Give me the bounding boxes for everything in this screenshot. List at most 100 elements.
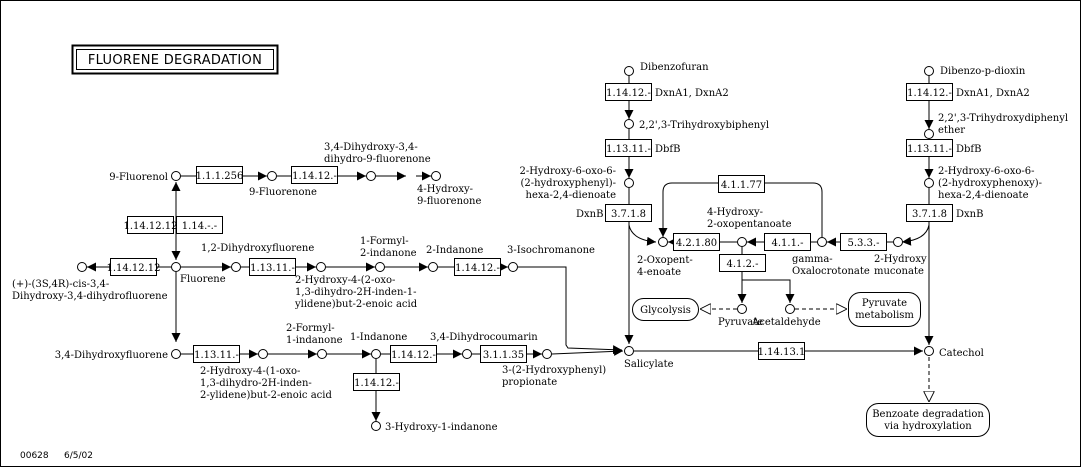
label-3-hydroxy-1-indanone: 3-Hydroxy-1-indanone: [385, 422, 498, 433]
enzyme-box-1-14-12-12-b[interactable]: 1.14.12.12: [106, 258, 161, 276]
label-hohd-b: (2-hydroxyphenoxy)-: [938, 178, 1042, 189]
enzyme-box-1-13-11-a[interactable]: 1.13.11.-: [249, 258, 296, 276]
label-dibenzo-p-dioxin: Dibenzo-p-dioxin: [940, 66, 1026, 77]
enzyme-box-5-3-3[interactable]: 5.3.3.-: [840, 233, 887, 251]
enzyme-box-1-14-12-c[interactable]: 1.14.12.-: [390, 345, 437, 363]
compound-node-catechol[interactable]: [924, 346, 934, 356]
label-34-dihydrocoumarin: 3,4-Dihydrocoumarin: [430, 332, 538, 343]
enzyme-label: 4.2.1.80: [676, 238, 717, 249]
compound-node-34-dihydrocoumarin[interactable]: [462, 349, 472, 359]
compound-node-dibenzofuran[interactable]: [624, 66, 634, 76]
label-fluorenone: 9-Fluorenone: [249, 187, 317, 198]
enzyme-label: 1.14.12.-: [455, 263, 500, 274]
compound-node-4-hydroxy-2-oxopentanoate[interactable]: [737, 237, 747, 247]
label-gamma-oxalocrotonate: Oxalocrotonate: [792, 266, 870, 277]
enzyme-box-1-13-11-d[interactable]: 1.13.11.-: [906, 139, 953, 157]
label-trihydroxybiphenyl: 2,2',3-Trihydroxybiphenyl: [639, 120, 769, 131]
compound-node-hydroxy-fluorenone[interactable]: [431, 171, 441, 181]
label-hoid-34: 2-Hydroxy-4-(1-oxo-: [200, 366, 300, 377]
label-hoid-12: ylidene)but-2-enoic acid: [294, 299, 418, 310]
enzyme-box-4-1-2[interactable]: 4.1.2.-: [719, 254, 766, 272]
label-hydroxy-fluorenone: 9-fluorenone: [417, 196, 481, 207]
map-link-label: metabolism: [855, 310, 914, 321]
compound-node-2-hydroxymuconate[interactable]: [893, 237, 903, 247]
enzyme-box-4-1-1-77[interactable]: 4.1.1.77: [718, 175, 765, 193]
enzyme-label: 3.7.1.8: [912, 209, 947, 220]
enzyme-box-1-14-12-e[interactable]: 1.14.12.-: [605, 83, 652, 101]
enzyme-label: 1.14.12.-: [391, 350, 436, 361]
label-pyruvate: Pyruvate: [718, 317, 763, 328]
compound-node-2-formyl-1-indanone[interactable]: [317, 349, 327, 359]
enzyme-label: 1.14.12.-: [606, 88, 651, 99]
enzyme-label: 1.13.11.-: [250, 263, 295, 274]
compound-node-34-dihydroxyfluorene[interactable]: [171, 349, 181, 359]
compound-node-1-indanone[interactable]: [371, 349, 381, 359]
label-2-formyl-1-indanone: 1-indanone: [286, 335, 343, 346]
compound-node-fluorenone[interactable]: [267, 171, 277, 181]
map-link-glycolysis[interactable]: Glycolysis: [632, 298, 699, 321]
enzyme-box-4-2-1-80[interactable]: 4.2.1.80: [673, 233, 720, 251]
compound-node-1-formyl-2-indanone[interactable]: [375, 262, 385, 272]
label-fluorene: Fluorene: [180, 274, 226, 285]
compound-node-2-indanone[interactable]: [428, 262, 438, 272]
enzyme-box-4-1-1[interactable]: 4.1.1.-: [764, 233, 811, 251]
map-link-benzoate-degradation[interactable]: Benzoate degradation via hydroxylation: [866, 403, 990, 437]
label-trihydroxydiphenyl-ether: 2,2',3-Trihydroxydiphenyl: [938, 113, 1068, 124]
compound-node-salicylate[interactable]: [624, 346, 634, 356]
enzyme-label: 1.14.12.12: [106, 263, 160, 274]
compound-node-acetaldehyde[interactable]: [785, 304, 795, 314]
enzyme-box-1-13-11-b[interactable]: 1.13.11.-: [193, 345, 240, 363]
label-hoid-34: 1,3-dihydro-2H-inden-: [200, 378, 312, 389]
compound-node-hydroxyphenyl-propionate[interactable]: [542, 349, 552, 359]
compound-node-hohd-a[interactable]: [624, 178, 634, 188]
enzyme-box-1-14-12-a[interactable]: 1.14.12.-: [291, 166, 338, 184]
map-title: FLUORENE DEGRADATION: [71, 44, 279, 75]
enzyme-box-1-13-11-c[interactable]: 1.13.11.-: [605, 139, 652, 157]
compound-node-pyruvate[interactable]: [737, 304, 747, 314]
enzyme-box-3-1-1-35[interactable]: 3.1.1.35: [480, 345, 527, 363]
compound-node-trihydroxydiphenyl-ether[interactable]: [924, 129, 934, 139]
map-link-label: Benzoate degradation: [872, 409, 984, 420]
enzyme-label: 1.13.11.-: [606, 144, 651, 155]
label-dihydroxy-dihydro-fluorenone: dihydro-9-fluorenone: [324, 154, 431, 165]
enzyme-box-3-7-1-8-a[interactable]: 3.7.1.8: [605, 204, 652, 222]
compound-node-cis-dihydrodiol[interactable]: [77, 262, 87, 272]
enzyme-label: 1.14.13.1: [758, 347, 806, 358]
compound-node-3-hydroxy-1-indanone[interactable]: [371, 421, 381, 431]
label-hohd-a: 2-Hydroxy-6-oxo-6-: [519, 166, 616, 177]
enzyme-box-1-1-1-256[interactable]: 1.1.1.256: [196, 166, 244, 184]
enzyme-box-3-7-1-8-b[interactable]: 3.7.1.8: [906, 204, 953, 222]
compound-node-hohd-b[interactable]: [924, 178, 934, 188]
enzyme-box-1-14-12-b[interactable]: 1.14.12.-: [454, 258, 501, 276]
enzyme-box-1-14-dash[interactable]: 1.14.-.-: [176, 216, 223, 234]
compound-node-12-dihydroxyfluorene[interactable]: [231, 262, 241, 272]
enzyme-box-1-14-13-1[interactable]: 1.14.13.1: [758, 342, 806, 360]
label-2-oxopent-4-enoate: 4-enoate: [637, 267, 681, 278]
label-hoid-34: 2-ylidene)but-2-enoic acid: [200, 390, 332, 401]
gene-label-dxnb: DxnB: [956, 209, 983, 220]
compound-node-2-oxopent-4-enoate[interactable]: [658, 237, 668, 247]
enzyme-label: 4.1.2.-: [726, 259, 758, 270]
compound-node-dibenzo-p-dioxin[interactable]: [924, 66, 934, 76]
enzyme-label: 1.14.12.-: [292, 171, 337, 182]
compound-node-hoid-34[interactable]: [258, 349, 268, 359]
label-4-hydroxy-2-oxopentanoate: 4-Hydroxy-: [707, 207, 763, 218]
enzyme-label: 4.1.1.-: [771, 238, 803, 249]
enzyme-box-1-14-12-f[interactable]: 1.14.12.-: [906, 83, 953, 101]
compound-node-fluorene[interactable]: [171, 262, 181, 272]
compound-node-hoid-12[interactable]: [316, 262, 326, 272]
label-hohd-a: hexa-2,4-dienoate: [526, 190, 617, 201]
enzyme-box-1-14-12-12-a[interactable]: 1.14.12.12: [123, 216, 178, 234]
compound-node-dihydroxy-dihydro-fluorenone[interactable]: [366, 171, 376, 181]
enzyme-label: 3.1.1.35: [483, 350, 524, 361]
compound-node-trihydroxybiphenyl[interactable]: [624, 119, 634, 129]
label-hoid-12: 1,3-dihydro-2H-inden-1-: [295, 287, 417, 298]
enzyme-label: 1.14.-.-: [182, 221, 217, 232]
map-link-pyruvate-metabolism[interactable]: Pyruvate metabolism: [848, 292, 921, 327]
compound-node-gamma-oxalocrotonate[interactable]: [817, 237, 827, 247]
compound-node-3-isochromanone[interactable]: [508, 262, 518, 272]
label-2-formyl-1-indanone: 2-Formyl-: [286, 323, 335, 334]
compound-node-fluorenol[interactable]: [171, 171, 181, 181]
enzyme-box-1-14-12-d[interactable]: 1.14.12.-: [353, 373, 400, 391]
label-fluorenol: 9-Fluorenol: [109, 172, 168, 183]
